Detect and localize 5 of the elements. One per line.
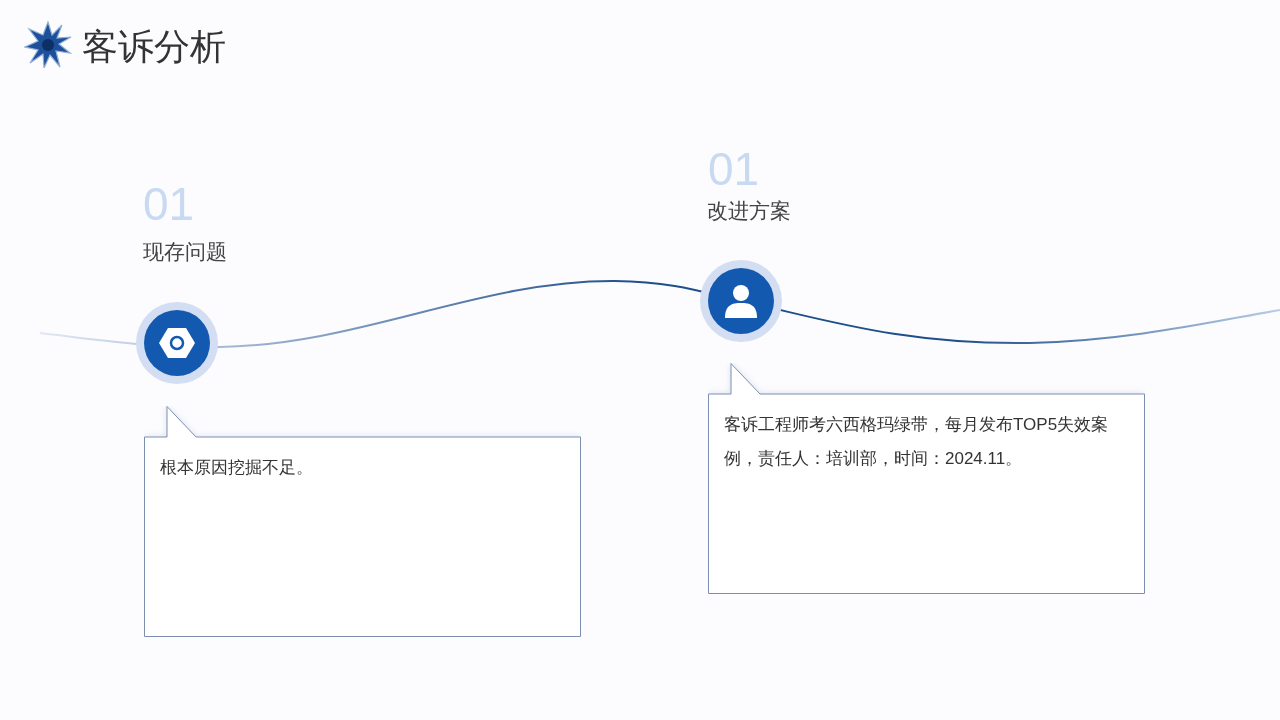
section-heading: 改进方案 <box>707 198 791 224</box>
page-title: 客诉分析 <box>82 25 226 69</box>
section-heading: 现存问题 <box>143 239 227 265</box>
callout-text: 根本原因挖掘不足。 <box>160 457 314 479</box>
callout-text: 客诉工程师考六西格玛绿带，每月发布TOP5失效案例，责任人：培训部，时间：2024.11。 <box>724 414 1110 470</box>
